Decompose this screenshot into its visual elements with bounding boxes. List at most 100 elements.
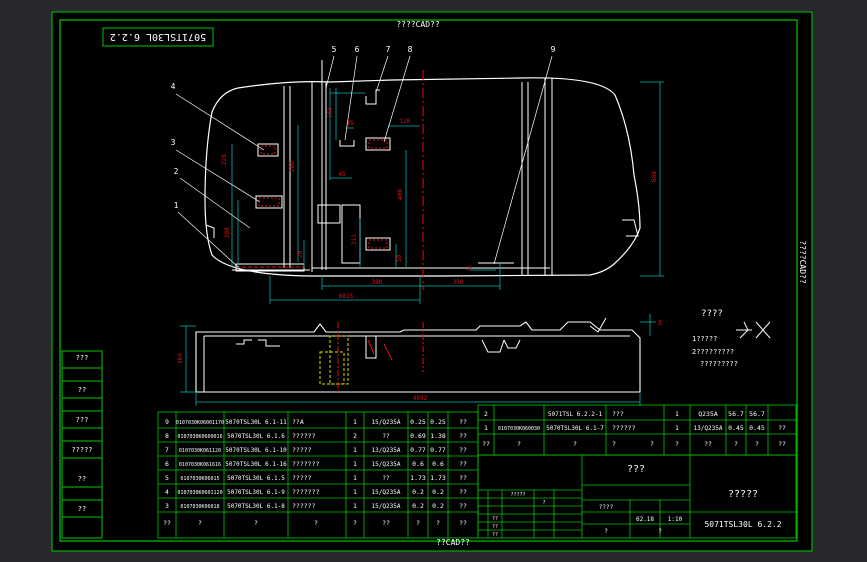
bom-header: ?	[755, 440, 759, 448]
bom-row-spec: 5070TSL30L 6.1-7	[546, 425, 604, 432]
balloon-4: 4	[171, 82, 176, 91]
side-bracket	[481, 339, 505, 353]
dimension-228: 228	[221, 154, 228, 165]
code-box-text: 5071TSL30L 6.2.2	[110, 31, 206, 42]
bom-row-w2: 56.7	[749, 410, 765, 418]
balloon-7: 7	[386, 45, 391, 54]
bom-row-mat: 15/Q235A	[372, 419, 401, 426]
bottom-margin-label: ??CAD??	[436, 538, 470, 547]
bom-row-note: ??	[459, 488, 467, 496]
dimension-45b: 45	[338, 171, 346, 178]
bom-header: ?	[612, 440, 616, 448]
leader-lines	[175, 55, 553, 268]
bom-row-mat: 15/Q235A	[372, 489, 401, 496]
rev-label: ?????	[71, 446, 92, 454]
bom-row-w2: 1.73	[430, 474, 446, 482]
bom-row-no: 1	[484, 424, 488, 432]
component-lower	[365, 237, 391, 251]
side-bracket	[258, 339, 280, 347]
dimension-lines	[231, 81, 664, 304]
left-revision-block	[61, 350, 103, 539]
component-lower-hatch	[368, 239, 388, 249]
bom-row-code: 0107030K0601120	[177, 490, 222, 496]
rev-grid-label: ??	[492, 532, 498, 538]
rev-label: ???	[76, 354, 89, 362]
dimension-280: 280	[289, 161, 296, 172]
bom-right-rows: 2 5071TSL 6.2.2-1 ??? 1 Q235A 56.7 56.7 …	[482, 410, 786, 448]
dimension-688: 688	[651, 171, 658, 182]
bom-row-name: ??A	[292, 418, 304, 426]
bom-row-spec: 5070TSL30L 6.1-16	[225, 461, 287, 468]
bom-row-name: ???????	[292, 460, 319, 468]
bom-row-w2: 1.38	[430, 432, 446, 440]
title-drawing-title: ?????	[728, 489, 758, 500]
bom-row-no: 3	[165, 502, 169, 510]
dimension-45: 45	[346, 120, 354, 127]
dimension-160: 160	[327, 107, 334, 118]
dimension-20: 20	[297, 250, 304, 258]
bom-row-qty: 1	[353, 474, 357, 482]
balloon-9: 9	[551, 45, 556, 54]
bom-row-spec: 5071TSL 6.2.2-1	[548, 411, 603, 418]
bom-row-mat: 13/Q235A	[372, 447, 401, 454]
component-6	[339, 140, 355, 147]
plan-view: 228 208 280 160 45 45 120 400 311 50 20 …	[171, 45, 664, 304]
rev-label: ??	[78, 475, 86, 483]
bom-header: ?	[314, 519, 318, 527]
dimension-208: 208	[224, 227, 231, 238]
notch-detail	[622, 219, 639, 237]
bom-row-name: ???	[612, 410, 624, 418]
side-view: 369 4992 34	[177, 314, 664, 406]
rev-grid-label: ?????	[510, 492, 525, 498]
component-block	[317, 204, 341, 224]
code-box	[102, 27, 214, 47]
dimension-6815: 6815	[339, 293, 354, 300]
side-part	[365, 335, 377, 359]
component-7	[365, 89, 380, 105]
rev-grid-label: ?	[542, 500, 545, 506]
bom-row-spec: 5070TSL30L 6.1-11	[225, 419, 287, 426]
bom-row-no: 6	[165, 460, 169, 468]
notes-line-2: 2?????????	[692, 348, 734, 356]
technical-notes: ???? 1????? 2????????? ?????????	[692, 309, 771, 368]
bom-row-no: 8	[165, 432, 169, 440]
bom-row-w2: 0.77	[430, 446, 446, 454]
bom-header: ?	[675, 440, 679, 448]
bom-row-w1: 0.6	[412, 460, 424, 468]
component-8-hatch	[368, 139, 388, 149]
component-3-hatch	[258, 197, 280, 207]
bom-row-w2: 0.6	[432, 460, 444, 468]
bom-row-mat: 13/Q235A	[694, 425, 723, 432]
top-margin-label: ????CAD??	[396, 20, 440, 29]
bom-row-w1: 0.69	[410, 432, 426, 440]
title-scale: 1:10	[668, 516, 683, 523]
dimension-34: 34	[658, 320, 664, 326]
title-drawing-number: 5071TSL30L 6.2.2	[704, 520, 781, 529]
bom-header: ??	[382, 519, 390, 527]
side-hatch	[367, 339, 375, 355]
bom-row-qty: 1	[353, 446, 357, 454]
bom-row-no: 7	[165, 446, 169, 454]
balloon-5: 5	[332, 45, 337, 54]
bom-row-mat: ??	[382, 475, 390, 482]
bom-row-qty: 1	[675, 424, 679, 432]
bom-header: ?	[734, 440, 738, 448]
bom-row-name: ?????	[292, 474, 312, 482]
bom-row-note: ??	[459, 418, 467, 426]
bom-header: ?	[254, 519, 258, 527]
bom-row-qty: 1	[353, 460, 357, 468]
bom-header: ??	[163, 519, 171, 527]
bom-row-mat: 15/Q235A	[372, 461, 401, 468]
bom-row-code: 0107030K060030	[498, 426, 540, 432]
title-mass: 62.18	[636, 516, 654, 523]
side-center-line	[383, 343, 393, 361]
bom-row-no: 4	[165, 488, 169, 496]
bom-row-name: ??????	[292, 502, 316, 510]
sheet-frame-outer	[51, 11, 813, 552]
bom-row-w2: 0.2	[432, 488, 444, 496]
rev-label: ???	[76, 416, 89, 424]
bom-left-grid	[157, 411, 479, 539]
balloon-8: 8	[408, 45, 413, 54]
bom-row-spec: 5070TSL30L 6.1-9	[227, 489, 285, 496]
bom-row-w1: 0.2	[412, 488, 424, 496]
